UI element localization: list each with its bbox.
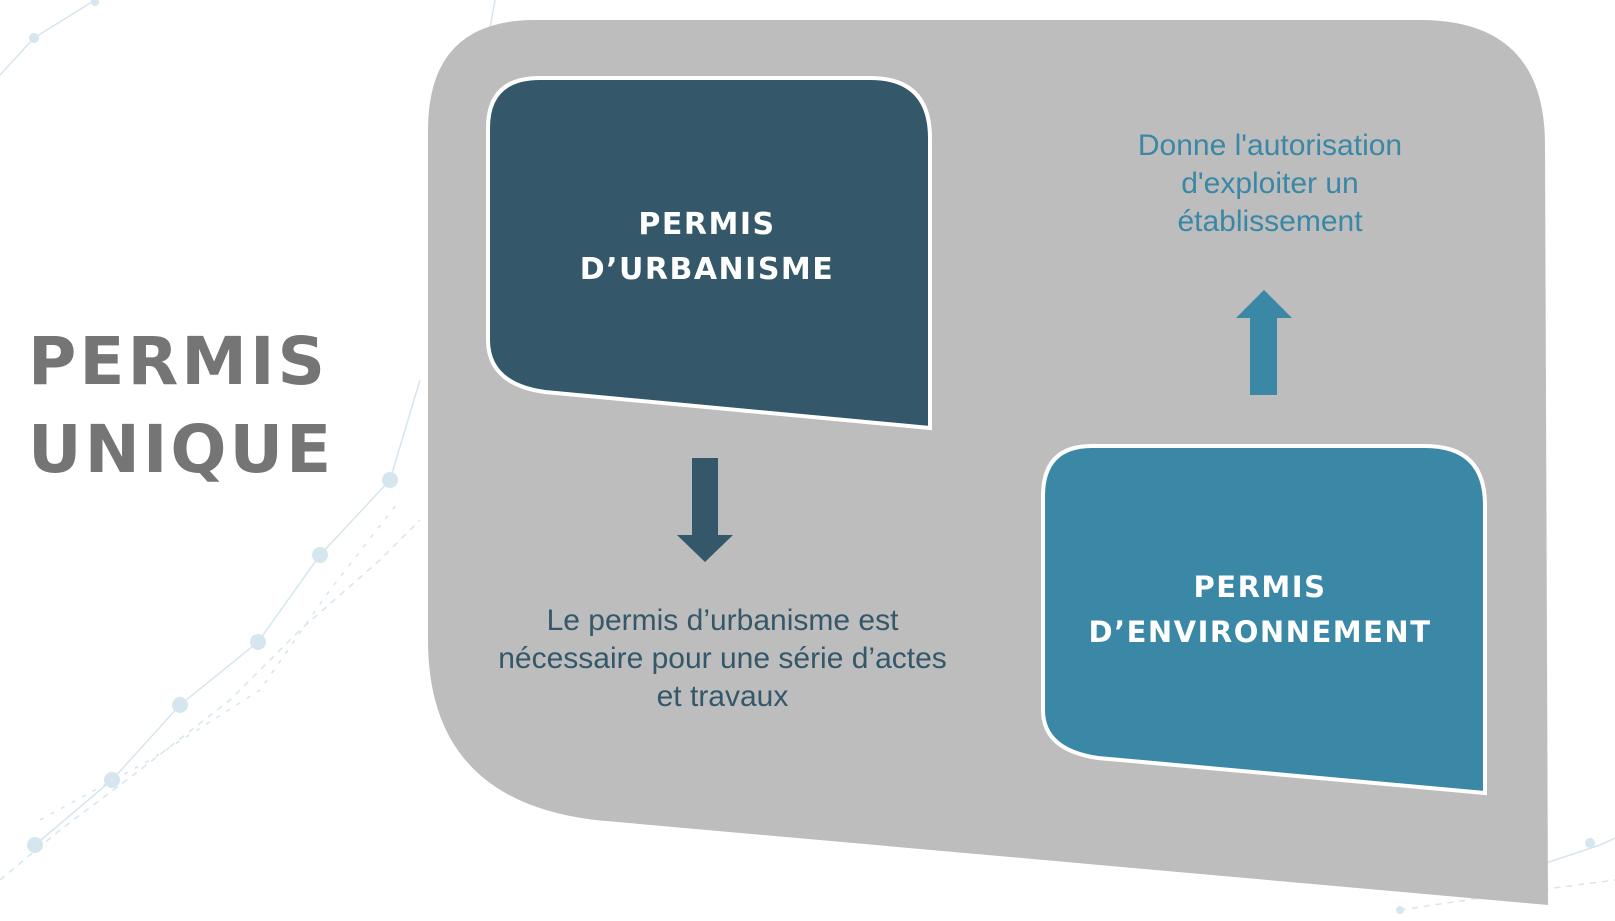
title-line-1: PERMIS: [28, 323, 329, 400]
environnement-description: Donne l'autorisation d'exploiter un étab…: [1080, 127, 1460, 241]
urbanisme-desc-line-3: et travaux: [656, 680, 789, 713]
title-line-2: UNIQUE: [28, 411, 335, 488]
urbanisme-desc-line-2: nécessaire pour une série d’actes: [498, 642, 947, 675]
environnement-desc-line-3: établissement: [1177, 205, 1363, 238]
urbanisme-desc-line-1: Le permis d’urbanisme est: [546, 604, 899, 637]
urbanisme-title-line-2: D’URBANISME: [579, 252, 835, 287]
environnement-title-line-1: PERMIS: [1193, 570, 1327, 604]
arrow-up-icon: [1236, 290, 1292, 395]
urbanisme-box-title: PERMIS D’URBANISME: [487, 202, 927, 292]
arrow-down-icon: [677, 458, 733, 562]
environnement-desc-line-1: Donne l'autorisation: [1137, 129, 1403, 162]
environnement-title-line-2: D’ENVIRONNEMENT: [1088, 615, 1432, 649]
urbanisme-description: Le permis d’urbanisme est nécessaire pou…: [470, 602, 975, 716]
environnement-desc-line-2: d'exploiter un: [1181, 167, 1359, 200]
urbanisme-box: [486, 76, 932, 431]
environnement-box-title: PERMIS D’ENVIRONNEMENT: [1040, 565, 1480, 655]
urbanisme-title-line-1: PERMIS: [638, 207, 776, 242]
page-title: PERMIS UNIQUE: [28, 318, 388, 494]
environnement-box: [1041, 444, 1487, 796]
